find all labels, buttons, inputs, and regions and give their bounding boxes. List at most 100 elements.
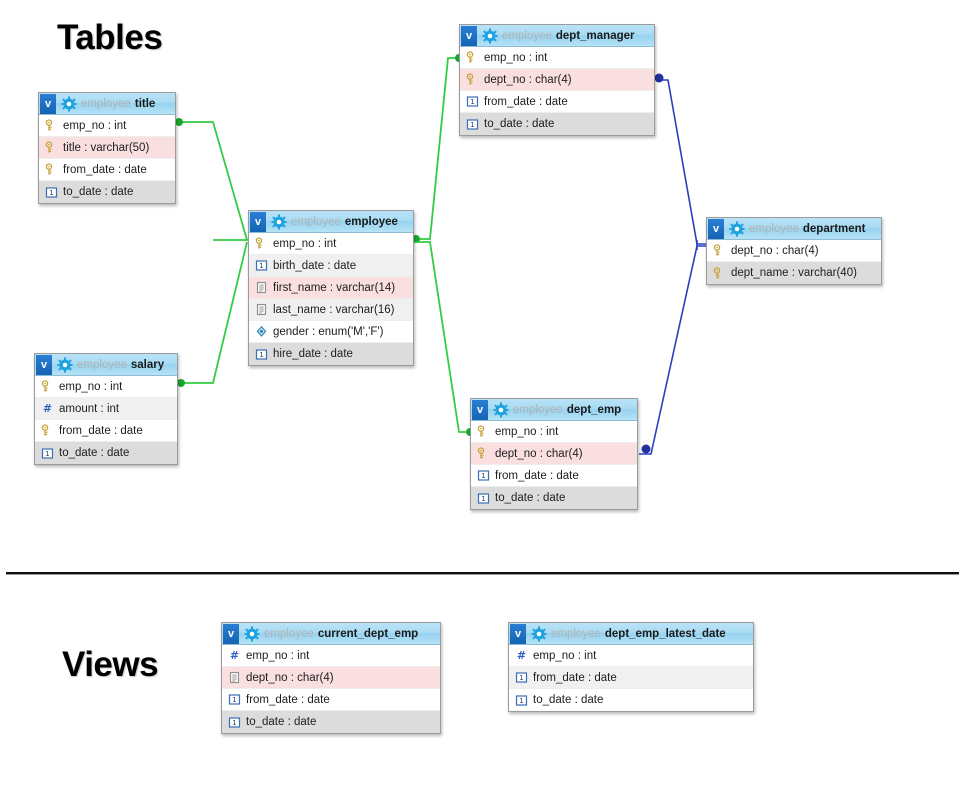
svg-text:1: 1: [481, 472, 485, 480]
key-icon: [477, 447, 490, 460]
column-label: gender : enum('M','F'): [273, 325, 384, 338]
calendar-icon: 1: [466, 95, 479, 108]
entity-column-row[interactable]: dept_no : char(4): [707, 240, 881, 262]
section-divider: [6, 572, 959, 575]
svg-text:#: #: [230, 649, 239, 662]
column-label: dept_no : char(4): [731, 244, 819, 257]
view-badge-icon: v: [223, 623, 239, 644]
text-field-icon: [228, 671, 241, 684]
calendar-icon: 1: [228, 693, 241, 706]
svg-text:1: 1: [519, 674, 523, 682]
column-label: emp_no : int: [59, 380, 123, 393]
text-field-icon: [255, 303, 268, 316]
entity-column-row[interactable]: gender : enum('M','F'): [249, 321, 413, 343]
view-badge-icon: v: [250, 211, 266, 232]
entity-column-row[interactable]: 1 to_date : date: [39, 181, 175, 203]
relationship-employee-deptmanager: [412, 54, 463, 243]
gear-icon[interactable]: [57, 356, 73, 373]
entity-column-row[interactable]: dept_name : varchar(40): [707, 262, 881, 284]
entity-column-row[interactable]: #emp_no : int: [509, 645, 753, 667]
gear-icon[interactable]: [482, 27, 498, 44]
entity-column-row[interactable]: #emp_no : int: [222, 645, 440, 667]
column-label: to_date : date: [484, 118, 555, 130]
entity-schema-label: employee: [513, 403, 563, 416]
entity-column-row[interactable]: title : varchar(50): [39, 137, 175, 159]
entity-column-row[interactable]: dept_no : char(4): [471, 443, 637, 465]
gear-icon[interactable]: [61, 95, 77, 112]
entity-column-row[interactable]: dept_no : char(4): [460, 69, 654, 91]
gear-icon[interactable]: [244, 625, 260, 642]
entity-column-row[interactable]: 1 to_date : date: [471, 487, 637, 509]
key-icon: [713, 266, 726, 280]
entity-column-row[interactable]: from_date : date: [39, 159, 175, 181]
entity-column-row[interactable]: first_name : varchar(14): [249, 277, 413, 299]
gear-icon[interactable]: [271, 213, 287, 230]
gear-icon[interactable]: [729, 220, 745, 237]
entity-name-label: dept_emp: [566, 403, 622, 416]
entity-column-row[interactable]: dept_no : char(4): [222, 667, 440, 689]
key-icon: [41, 380, 54, 393]
column-label: dept_no : char(4): [484, 73, 572, 86]
entity-name-label: current_dept_emp: [317, 627, 419, 640]
entity-column-row[interactable]: emp_no : int: [35, 376, 177, 398]
gear-icon[interactable]: [531, 625, 547, 642]
text-field-icon: [255, 281, 268, 294]
entity-column-row[interactable]: emp_no : int: [471, 421, 637, 443]
column-label: to_date : date: [63, 186, 134, 198]
column-label: to_date : date: [533, 694, 604, 706]
svg-text:1: 1: [470, 98, 474, 106]
relationship-deptemp-department: [639, 240, 706, 455]
column-label: from_date : date: [63, 163, 147, 176]
entity-column-row[interactable]: 1 to_date : date: [460, 113, 654, 135]
entity-name-label: dept_emp_latest_date: [604, 627, 726, 640]
entity-column-row[interactable]: emp_no : int: [460, 47, 654, 69]
relationship-title-employee: [175, 118, 248, 241]
view-badge-icon: v: [708, 218, 724, 239]
view-badge-icon: v: [472, 399, 488, 420]
calendar-icon: 1: [466, 118, 479, 131]
entity-column-row[interactable]: last_name : varchar(16): [249, 299, 413, 321]
calendar-icon: 1: [255, 259, 268, 272]
entity-schema-label: employee: [81, 97, 131, 110]
column-label: to_date : date: [495, 492, 566, 504]
svg-text:1: 1: [232, 696, 236, 704]
svg-text:1: 1: [232, 719, 236, 727]
view-badge-icon: v: [40, 93, 56, 114]
calendar-icon: 1: [477, 492, 490, 505]
entity-column-row[interactable]: from_date : date: [35, 420, 177, 442]
entity-column-row[interactable]: emp_no : int: [249, 233, 413, 255]
section-title-views: Views: [62, 645, 159, 684]
gear-icon[interactable]: [493, 401, 509, 418]
entity-column-row[interactable]: emp_no : int: [39, 115, 175, 137]
entity-column-row[interactable]: #amount : int: [35, 398, 177, 420]
view-badge-icon: v: [510, 623, 526, 644]
svg-text:1: 1: [49, 189, 53, 197]
entity-schema-label: employee: [502, 29, 552, 42]
svg-text:#: #: [517, 649, 526, 662]
